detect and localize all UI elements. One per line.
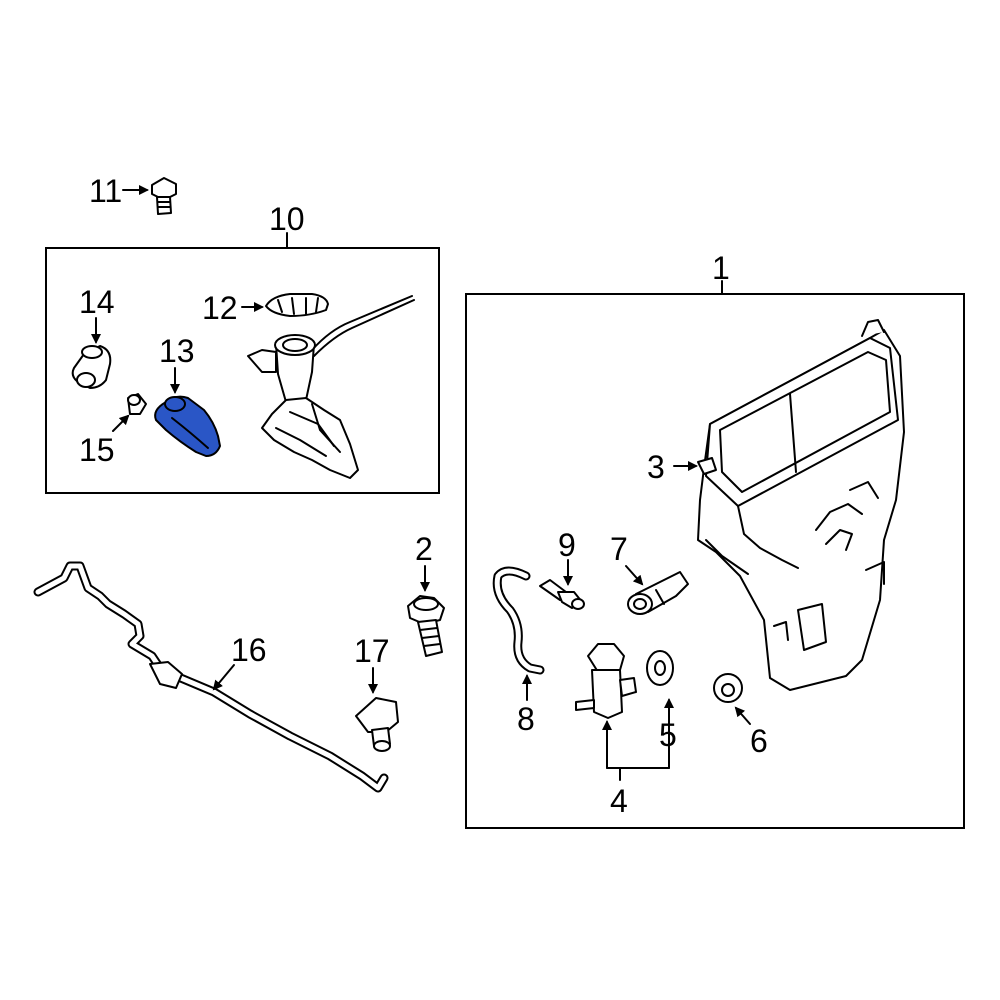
- callout-13: 13: [159, 333, 195, 369]
- part-14-hose-elbow[interactable]: [71, 345, 112, 389]
- part-2-bolt[interactable]: [407, 595, 445, 657]
- callout-9: 9: [558, 527, 576, 563]
- part-17-nozzle[interactable]: [355, 697, 399, 752]
- part-4-pump[interactable]: [575, 643, 637, 719]
- callout-15: 15: [79, 432, 115, 468]
- callout-10: 10: [269, 201, 305, 237]
- group-box-10: [45, 247, 440, 494]
- leader-7: [625, 565, 644, 586]
- leader-15: [112, 414, 130, 432]
- part-13-hose-highlighted[interactable]: [154, 395, 221, 457]
- group-box-1: [465, 293, 965, 829]
- callout-6: 6: [750, 723, 768, 759]
- part-3-tab[interactable]: [697, 457, 717, 475]
- part-8-hose[interactable]: [492, 566, 545, 675]
- part-12-filler-cap[interactable]: [265, 293, 329, 317]
- callout-16: 16: [231, 632, 267, 668]
- part-9-connector[interactable]: [539, 579, 585, 610]
- part-6-grommet[interactable]: [713, 673, 743, 703]
- callout-11: 11: [89, 173, 122, 209]
- part-11-bolt[interactable]: [151, 177, 177, 215]
- part-1-reservoir[interactable]: [697, 319, 905, 691]
- part-16-washer-line[interactable]: [33, 561, 389, 793]
- callout-4: 4: [610, 783, 628, 819]
- filler-neck-assembly[interactable]: [247, 295, 415, 479]
- part-5-grommet[interactable]: [646, 650, 674, 686]
- callout-2: 2: [415, 531, 433, 567]
- part-15-cap[interactable]: [127, 393, 147, 415]
- leader-4: [602, 698, 674, 781]
- callout-5: 5: [659, 717, 677, 753]
- part-7-sensor[interactable]: [627, 571, 689, 615]
- callout-14: 14: [79, 284, 115, 320]
- callout-7: 7: [610, 531, 628, 567]
- callout-1: 1: [712, 250, 730, 286]
- callout-8: 8: [517, 701, 535, 737]
- callout-17: 17: [354, 633, 390, 669]
- callout-12: 12: [202, 290, 238, 326]
- callout-3: 3: [647, 449, 665, 485]
- leader-6: [734, 706, 751, 725]
- leader-16: [212, 664, 235, 691]
